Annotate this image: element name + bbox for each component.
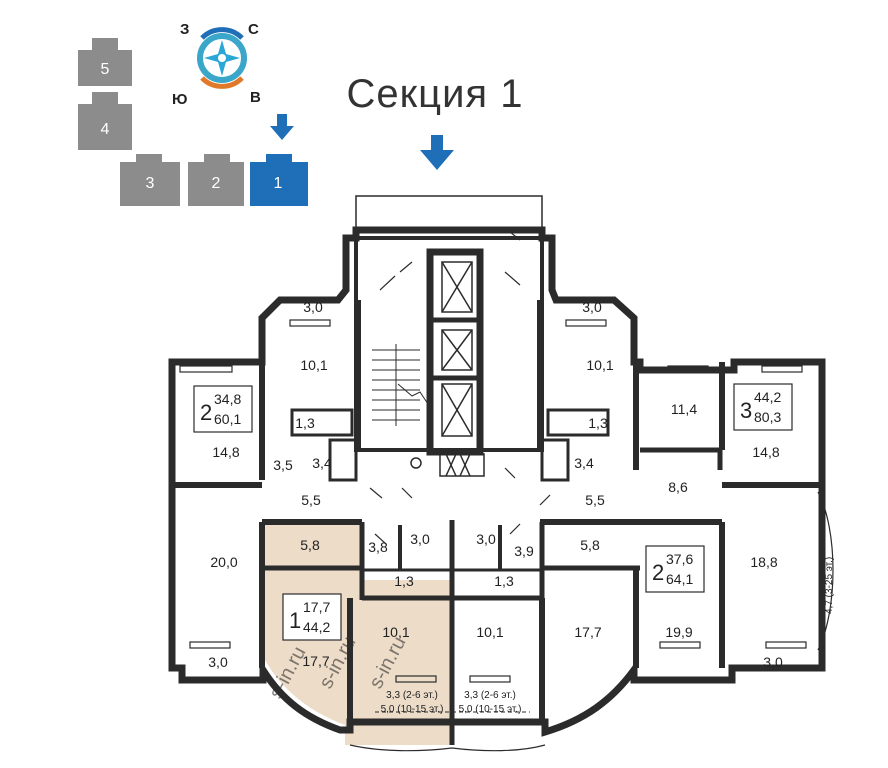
room-area: 17,7 [302,653,329,669]
room-area: 3,0 [476,531,496,547]
room-area: 8,6 [668,479,688,495]
entrance-arrow-icon [420,135,454,170]
room-area: 5,5 [585,492,605,508]
block-3[interactable]: 3 [120,154,180,206]
room-area: 1,3 [394,573,414,589]
room-area: 3,4 [312,455,332,471]
room-area: 11,4 [671,401,697,417]
room-area: 14,8 [752,444,779,460]
svg-text:37,6: 37,6 [666,551,693,567]
block-5[interactable]: 5 [78,38,132,86]
svg-text:44,2: 44,2 [754,389,781,405]
block-5-label: 5 [101,61,110,78]
room-area: 17,7 [574,624,601,640]
building-key-plan: 5 4 3 2 1 [78,38,308,206]
svg-text:2: 2 [200,400,212,425]
highlighted-apartment[interactable] [265,525,450,745]
room-area: 3,0 [208,654,228,670]
room-area: 1,3 [588,415,608,431]
room-area: 5,5 [301,492,321,508]
room-area: 10,1 [586,357,613,373]
bay-window-area: 4,7 (3-25 эт.) [824,557,835,614]
walls [168,195,834,752]
room-area: 3,0 [763,654,783,670]
svg-text:64,1: 64,1 [666,571,693,587]
balcony-area: 5,0 (10-15 эт.) [459,704,522,715]
room-area: 10,1 [476,624,503,640]
balcony-area: 3,3 (2-6 эт.) [386,690,438,701]
svg-text:1: 1 [289,608,301,633]
room-area: 10,1 [300,357,327,373]
room-area: 20,0 [210,554,237,570]
section-title: Секция 1 [347,72,524,116]
room-area: 18,8 [750,554,777,570]
room-area-labels: 3,0 3,0 10,1 10,1 1,3 1,3 11,4 14,8 14,8… [208,299,835,715]
block-4-label: 4 [101,121,110,138]
compass-west-label: З [180,21,189,38]
room-area: 1,3 [295,415,315,431]
svg-text:2: 2 [652,560,664,585]
compass-south-label: Ю [172,91,187,108]
svg-text:80,3: 80,3 [754,409,781,425]
room-area: 3,5 [273,457,293,473]
room-area: 3,0 [410,531,430,547]
block-2-label: 2 [212,175,221,192]
room-area: 3,0 [303,299,323,315]
room-area: 19,9 [665,624,692,640]
room-area: 10,1 [382,624,409,640]
svg-text:60,1: 60,1 [214,411,241,427]
room-area: 3,9 [514,543,534,559]
balcony-area: 3,3 (2-6 эт.) [464,690,516,701]
compass-east-label: В [250,89,261,106]
room-area: 3,4 [574,455,594,471]
block-1-label: 1 [274,175,283,192]
compass-north-label: С [248,21,259,38]
room-area: 3,8 [368,539,388,555]
apartment-box-3-right[interactable]: 3 44,2 80,3 [733,383,793,431]
room-area: 5,8 [300,537,320,553]
block-4[interactable]: 4 [78,92,132,150]
block-2[interactable]: 2 [188,154,244,206]
room-area: 3,0 [582,299,602,315]
small-arrow-down-icon [270,114,294,140]
balcony-area: 5,0 (10-15 эт.) [381,704,444,715]
svg-text:3: 3 [740,398,752,423]
room-area: 5,8 [580,537,600,553]
room-area: 14,8 [212,444,239,460]
block-3-label: 3 [146,175,155,192]
apartment-box-2-left[interactable]: 2 34,8 60,1 [193,385,253,433]
svg-text:34,8: 34,8 [214,391,241,407]
block-1-current[interactable]: 1 [250,154,308,206]
room-area: 1,3 [494,573,514,589]
svg-text:44,2: 44,2 [303,619,330,635]
compass-icon [197,27,247,89]
svg-text:17,7: 17,7 [303,599,330,615]
apartment-box-1-highlight[interactable]: 1 17,7 44,2 [282,593,342,641]
apartment-box-2-right[interactable]: 2 37,6 64,1 [645,545,705,593]
